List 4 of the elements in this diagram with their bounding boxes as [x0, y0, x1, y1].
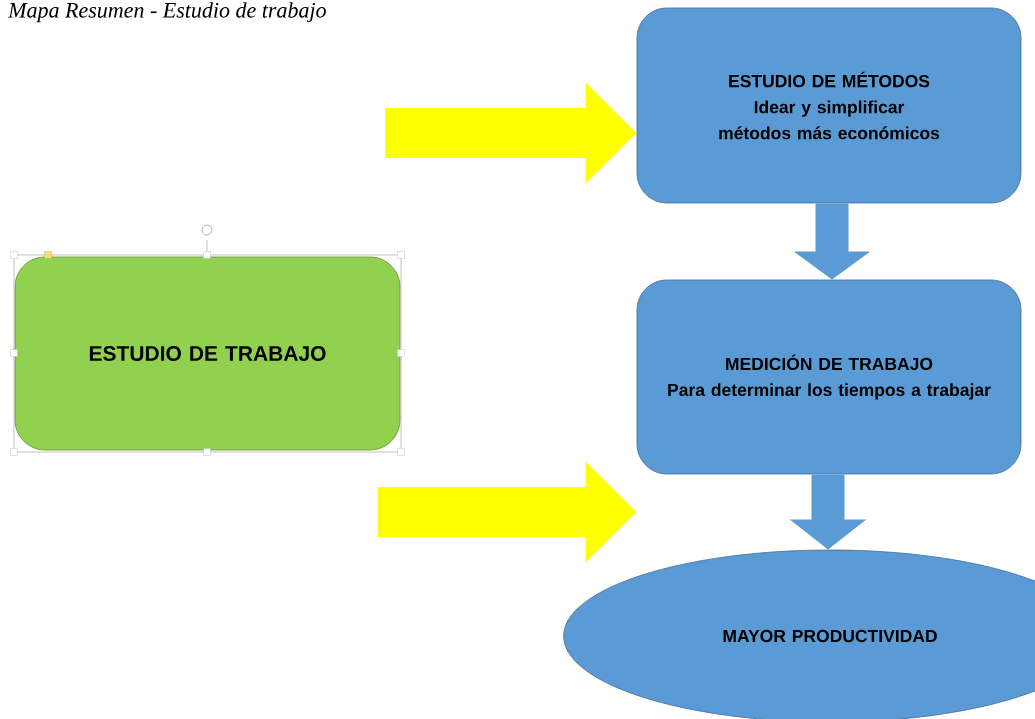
process-box: ESTUDIO DE TRABAJO — [14, 256, 401, 451]
process-box: MEDICIÓN DE TRABAJO Para determinar los tiempos a trabajar — [636, 279, 1022, 475]
title: Mapa Resumen - Estudio de trabajo — [7, 2, 326, 23]
process-box: ESTUDIO DE MÉTODOS Idear y simplificar métodos más económicos — [636, 7, 1022, 204]
